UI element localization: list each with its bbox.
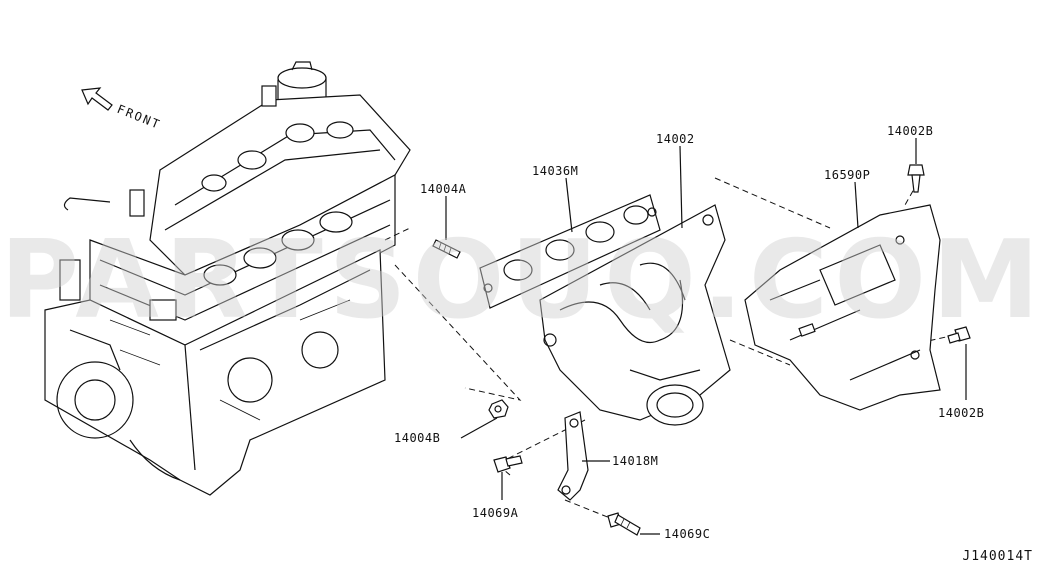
heat-insulator-16590p[interactable]: [744, 204, 941, 411]
bolt-14069a[interactable]: [493, 455, 523, 473]
bolt-14002b-right[interactable]: [947, 326, 971, 344]
stud-14004a[interactable]: [432, 239, 461, 259]
engine-assembly[interactable]: [44, 61, 411, 496]
reference-lines: [384, 177, 956, 521]
part-label-14004b[interactable]: 14004B: [394, 431, 441, 445]
part-label-14036m[interactable]: 14036M: [532, 164, 579, 178]
part-label-14069c[interactable]: 14069C: [664, 527, 711, 541]
part-label-14002[interactable]: 14002: [656, 132, 695, 146]
diagram-code: J140014T: [962, 549, 1033, 564]
gasket-14036m[interactable]: [479, 194, 661, 309]
leader-lines: [445, 138, 967, 535]
part-label-14069a[interactable]: 14069A: [472, 506, 519, 520]
front-arrow-icon: [81, 87, 113, 111]
nut-14004b[interactable]: [488, 399, 509, 419]
bracket-14018m[interactable]: [557, 411, 589, 501]
part-label-16590p[interactable]: 16590P: [824, 168, 871, 182]
part-label-14018m[interactable]: 14018M: [612, 454, 659, 468]
part-label-14002b-top[interactable]: 14002B: [887, 124, 934, 138]
part-label-14002b-right[interactable]: 14002B: [938, 406, 985, 420]
bolt-14002b-top[interactable]: [907, 164, 925, 193]
bolt-14069c[interactable]: [607, 512, 641, 536]
part-label-14004a[interactable]: 14004A: [420, 182, 467, 196]
exhaust-manifold-14002[interactable]: [539, 204, 731, 426]
